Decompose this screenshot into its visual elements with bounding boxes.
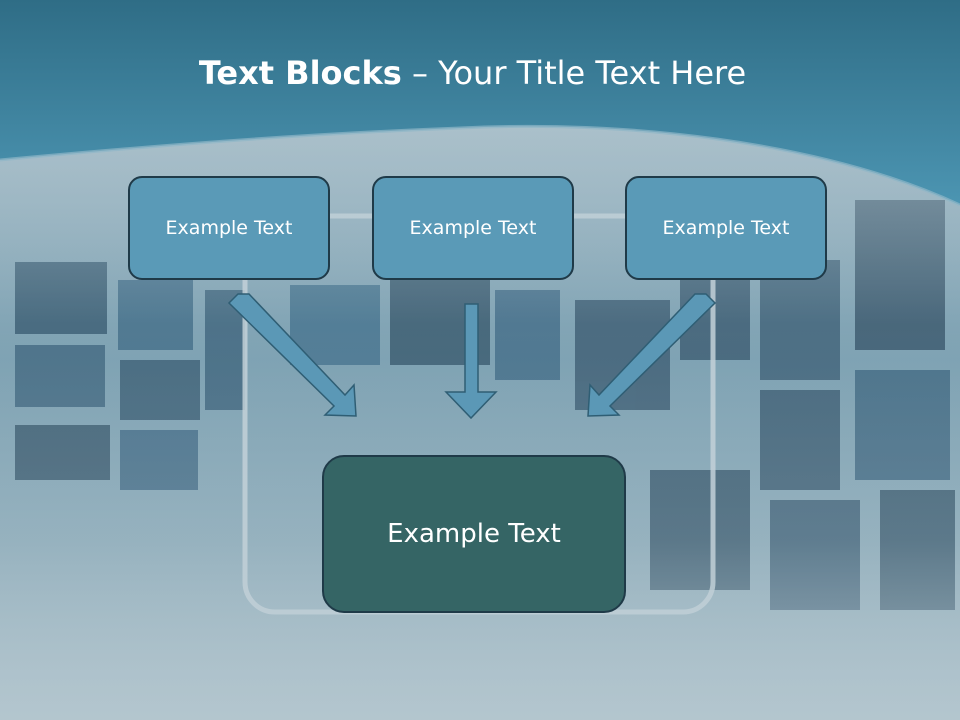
- arrow-right-diagonal: [587, 293, 717, 417]
- title-bold: Text Blocks: [198, 54, 402, 92]
- target-block: Example Text: [322, 455, 626, 613]
- source-block-3-label: Example Text: [662, 217, 790, 239]
- source-block-3: Example Text: [625, 176, 827, 280]
- source-block-2: Example Text: [372, 176, 574, 280]
- source-block-1-label: Example Text: [165, 217, 293, 239]
- target-block-label: Example Text: [387, 519, 561, 549]
- source-block-1: Example Text: [128, 176, 330, 280]
- title-separator: –: [411, 54, 428, 92]
- arrow-left-diagonal: [227, 293, 357, 417]
- title-regular: Your Title Text Here: [438, 54, 747, 92]
- source-block-2-label: Example Text: [409, 217, 537, 239]
- slide-title: Text Blocks – Your Title Text Here: [0, 54, 945, 92]
- arrow-center-down: [444, 303, 498, 420]
